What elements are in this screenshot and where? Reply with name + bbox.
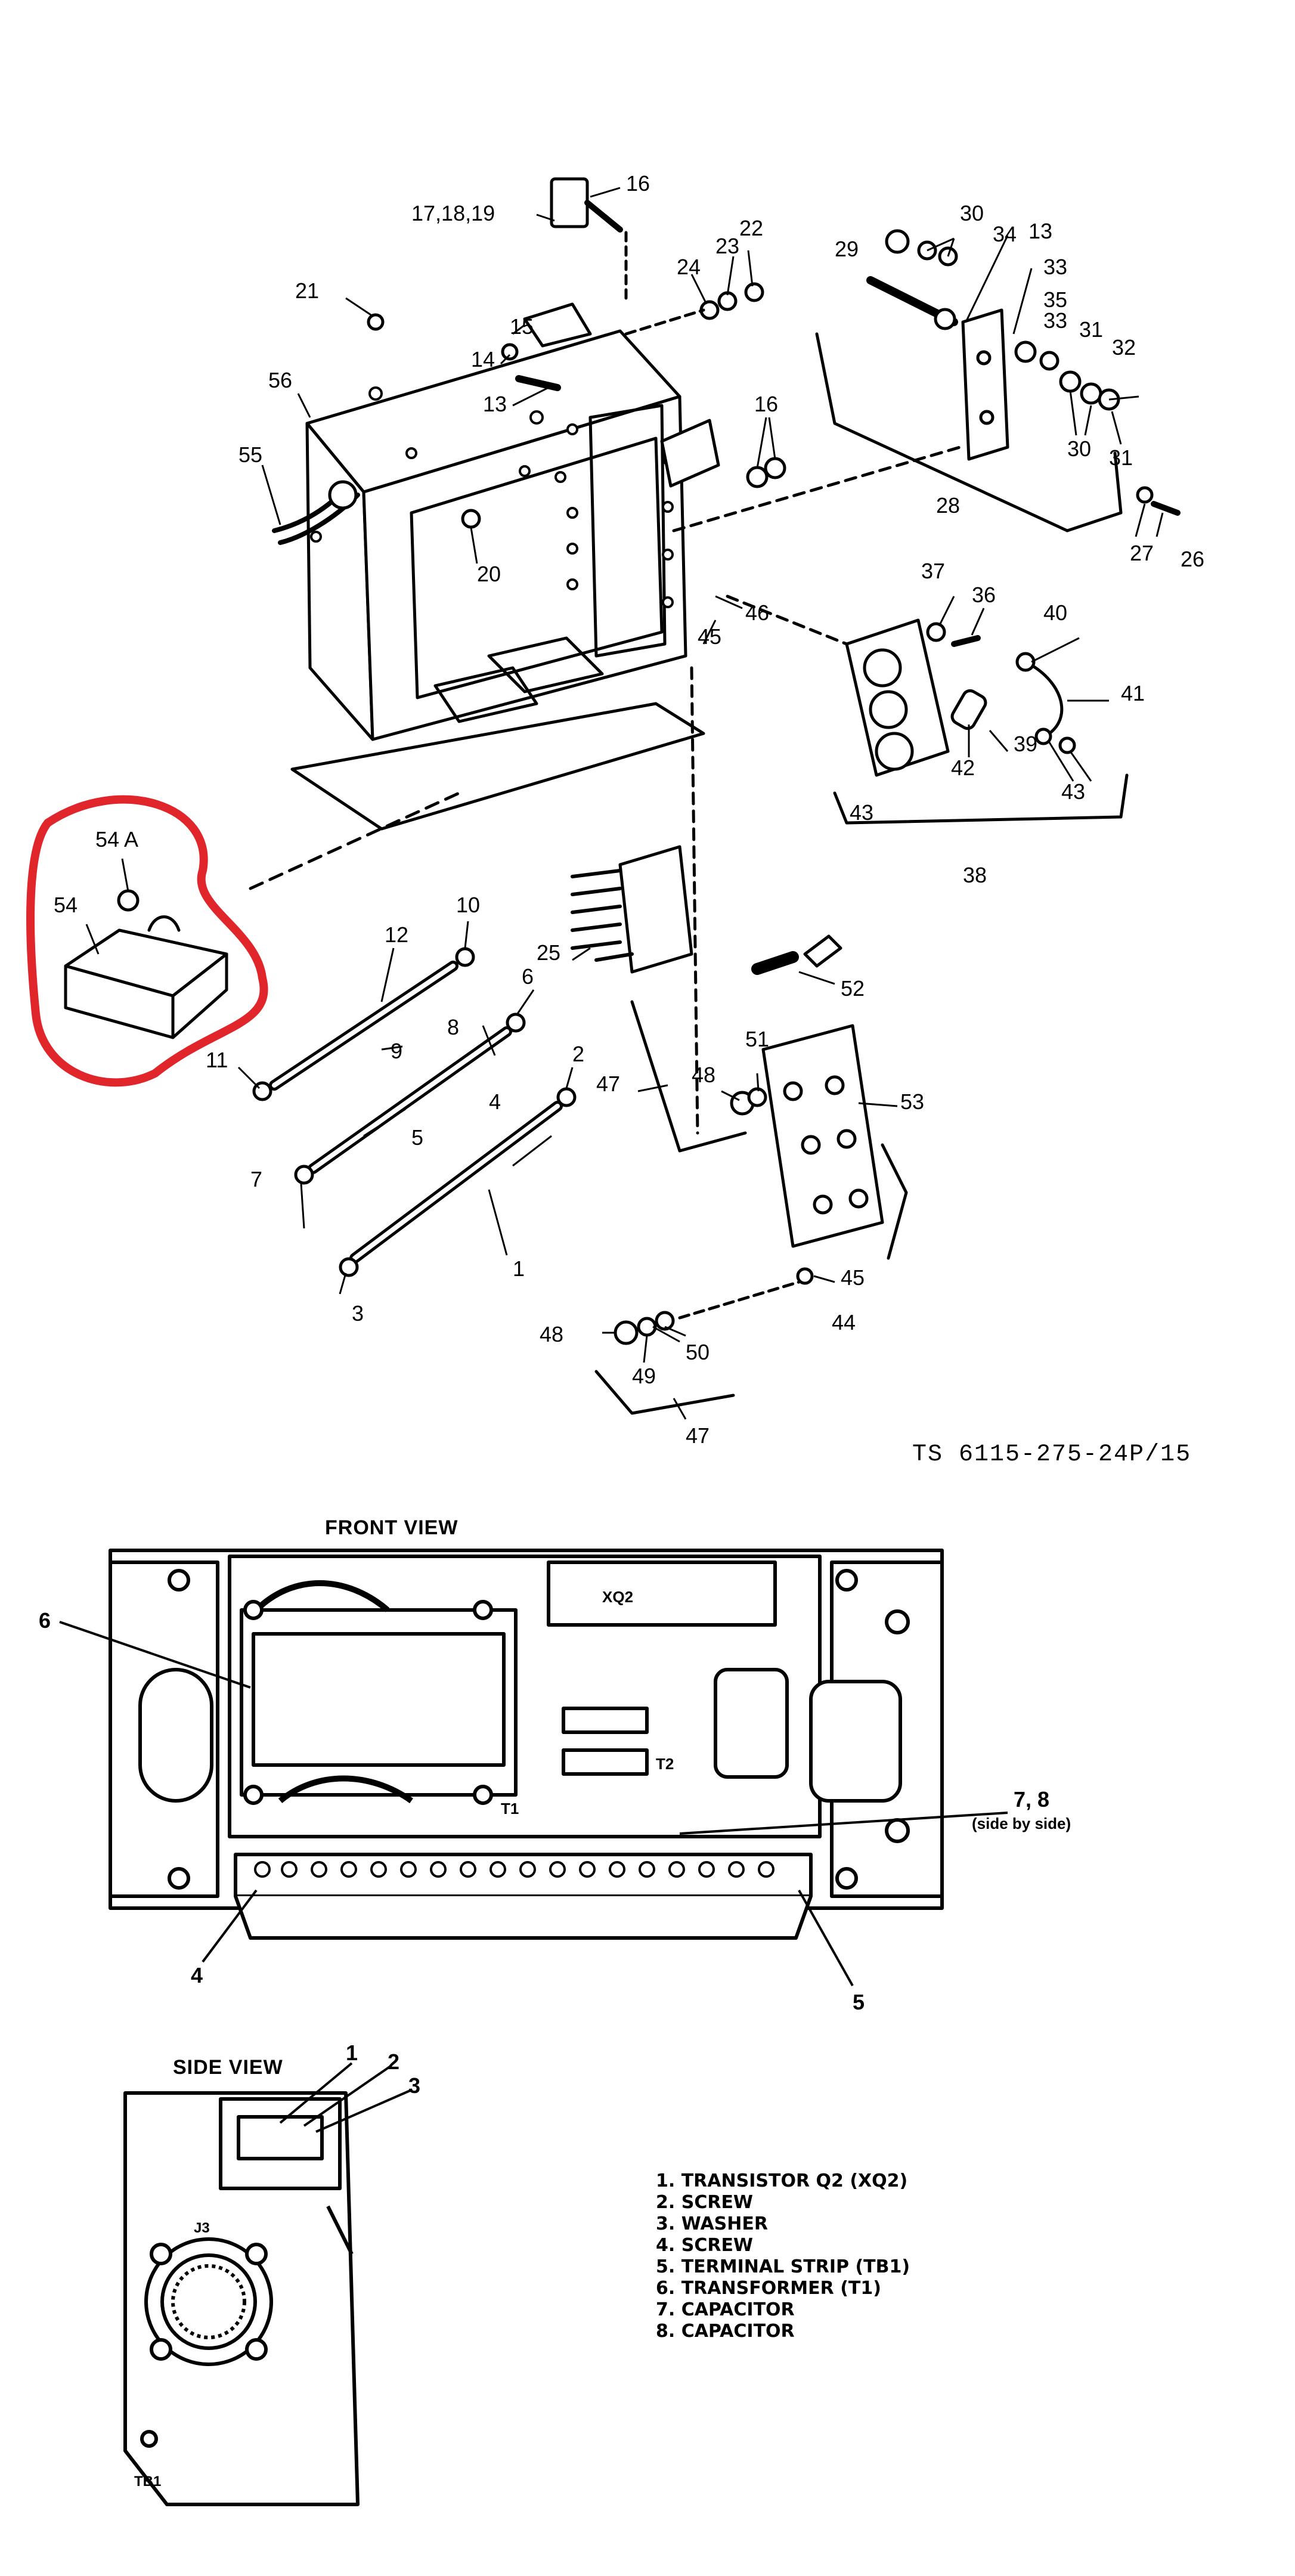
- callout-15: 15: [510, 314, 534, 339]
- callout-21: 21: [295, 278, 320, 303]
- callout-33-mid: 33: [1043, 308, 1068, 333]
- side-view-artwork: [123, 2062, 412, 2506]
- callout-33-top: 33: [1043, 255, 1068, 279]
- callout-37: 37: [921, 559, 946, 583]
- front-callout-4: 4: [191, 1963, 203, 1987]
- callout-14: 14: [471, 347, 495, 371]
- callout-50: 50: [686, 1340, 710, 1364]
- callout-25: 25: [537, 940, 561, 965]
- callout-30-bottom: 30: [1067, 436, 1092, 461]
- front-view-heading: FRONT VIEW: [325, 1516, 458, 1539]
- callout-10: 10: [456, 893, 481, 917]
- callout-49: 49: [632, 1364, 656, 1388]
- side-callout-2: 2: [388, 2049, 400, 2074]
- callout-13-right: 13: [1028, 219, 1053, 243]
- callout-52: 52: [841, 976, 865, 1001]
- callout-54: 54: [54, 893, 78, 917]
- legend-item: 3. WASHER: [656, 2213, 768, 2234]
- callout-24: 24: [677, 255, 701, 279]
- callout-54a: 54 A: [95, 827, 139, 852]
- callout-45-upper: 45: [698, 624, 722, 649]
- callout-44: 44: [832, 1310, 856, 1335]
- callout-1: 1: [513, 1256, 525, 1281]
- front-label-xq2: XQ2: [602, 1588, 634, 1606]
- callout-53: 53: [900, 1089, 925, 1114]
- side-callout-3: 3: [408, 2073, 421, 2098]
- callout-16-top: 16: [626, 171, 650, 196]
- callout-51: 51: [745, 1027, 770, 1051]
- callout-55: 55: [238, 442, 263, 467]
- callout-28: 28: [936, 493, 961, 518]
- callout-26: 26: [1181, 547, 1205, 571]
- callout-4: 4: [489, 1089, 501, 1114]
- legend-item: 6. TRANSFORMER (T1): [656, 2278, 881, 2299]
- callout-23: 23: [715, 234, 740, 258]
- legend-item: 7. CAPACITOR: [656, 2299, 795, 2320]
- callout-31-bottom: 31: [1109, 445, 1133, 470]
- callout-32: 32: [1112, 335, 1136, 360]
- front-label-t1: T1: [501, 1800, 519, 1818]
- legend-item: 4. SCREW: [656, 2235, 754, 2256]
- callout-3: 3: [352, 1301, 364, 1326]
- callout-39: 39: [1014, 732, 1038, 756]
- callout-20: 20: [477, 562, 501, 586]
- callout-41: 41: [1121, 681, 1145, 705]
- side-label-tb1: TB1: [134, 2473, 162, 2490]
- case-housing: [290, 329, 705, 831]
- side-view-heading: SIDE VIEW: [173, 2056, 283, 2079]
- front-callout-7-8: 7, 8: [1014, 1787, 1050, 1812]
- front-side-by-side-note: (side by side): [972, 1815, 1071, 1832]
- callout-16-right: 16: [754, 392, 779, 416]
- parts-legend: 1. TRANSISTOR Q2 (XQ2) 2. SCREW 3. WASHE…: [656, 2171, 910, 2342]
- highlight-outline: [26, 795, 268, 1087]
- callout-47-bottom: 47: [686, 1423, 710, 1448]
- callout-35: 35: [1043, 287, 1068, 312]
- callout-42: 42: [951, 756, 975, 780]
- callout-22: 22: [739, 216, 764, 240]
- callout-48-lower: 48: [540, 1322, 564, 1346]
- front-callout-5: 5: [853, 1990, 865, 2014]
- callout-9: 9: [391, 1039, 403, 1063]
- callout-45-lower: 45: [841, 1265, 865, 1290]
- figure-reference: TS 6115-275-24P/15: [912, 1441, 1192, 1468]
- callout-48-mid: 48: [692, 1063, 716, 1087]
- callout-30-top: 30: [960, 201, 984, 225]
- callout-11: 11: [206, 1048, 228, 1072]
- callout-38: 38: [963, 863, 987, 887]
- front-label-t2: T2: [656, 1755, 674, 1773]
- callout-13-left: 13: [483, 392, 507, 416]
- callout-6: 6: [522, 964, 534, 989]
- callout-40: 40: [1043, 600, 1068, 625]
- callout-43-right: 43: [1061, 779, 1086, 804]
- side-callout-1: 1: [346, 2041, 358, 2065]
- callout-8: 8: [447, 1015, 460, 1039]
- callout-2: 2: [572, 1042, 585, 1066]
- front-view-artwork: [59, 1549, 1008, 1986]
- front-callout-6: 6: [39, 1608, 51, 1633]
- legend-item: 2. SCREW: [656, 2192, 754, 2213]
- side-label-j3: J3: [194, 2220, 210, 2236]
- callout-56: 56: [268, 368, 293, 392]
- callout-12: 12: [385, 922, 409, 947]
- callout-31-mid: 31: [1079, 317, 1104, 342]
- callout-34: 34: [993, 222, 1017, 246]
- callout-27: 27: [1130, 541, 1154, 565]
- callout-17-18-19: 17,18,19: [411, 201, 495, 225]
- legend-item: 8. CAPACITOR: [656, 2321, 795, 2342]
- legend-item: 1. TRANSISTOR Q2 (XQ2): [656, 2171, 908, 2191]
- callout-46: 46: [745, 600, 770, 625]
- legend-item: 5. TERMINAL STRIP (TB1): [656, 2256, 910, 2277]
- callout-47-mid: 47: [596, 1072, 621, 1096]
- callout-5: 5: [411, 1125, 424, 1150]
- callout-36: 36: [972, 583, 996, 607]
- callout-43-left: 43: [850, 800, 874, 825]
- callout-7: 7: [250, 1167, 263, 1191]
- callout-29: 29: [835, 237, 859, 261]
